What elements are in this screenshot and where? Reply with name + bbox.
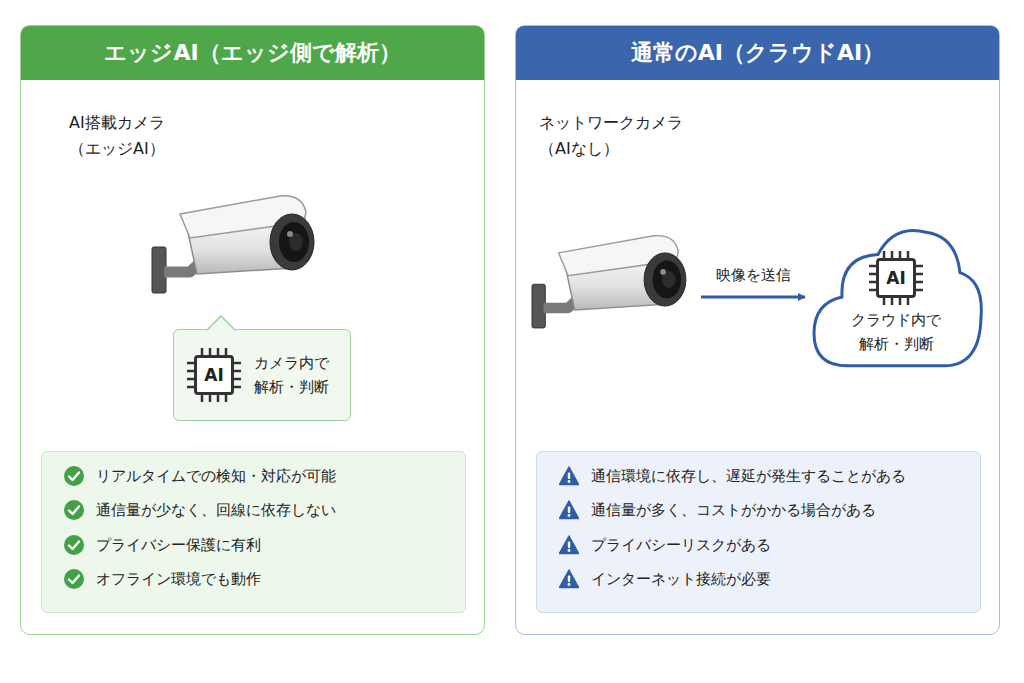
camera-label: ネットワークカメラ （AIなし） [531,110,659,161]
warning-icon [559,500,579,520]
list-row: オフライン環境でも動作 [64,569,443,589]
list-row: インターネット接続が必要 [559,569,958,589]
check-icon [64,466,84,486]
analysis-text: カメラ内で 解析・判断 [254,351,338,399]
camera-node: ネットワークカメラ （AIなし） [531,110,701,350]
warning-icon [559,535,579,555]
edge-ai-camera [152,196,314,293]
comparison-panel: エッジAI（エッジ側で解析） AI搭載カメラ （エッジAI） AI カメラ内で 解析・… [20,25,485,635]
callout-pointer [206,315,236,331]
feature-list-box: 通信環境に依存し、遅延が発生することがある通信量が多く、コストがかかる場合がある… [536,451,981,613]
ai-chip-icon: AI [186,347,242,403]
feature-list-box: リアルタイムでの検知・対応が可能通信量が少なく、回線に依存しないプライバシー保護… [41,451,466,613]
panel-heading: 通常のAI（クラウドAI） [516,26,999,80]
list-row: プライバシー保護に有利 [64,535,443,555]
warning-icon [559,466,579,486]
check-icon [64,535,84,555]
risk-text: 通信環境に依存し、遅延が発生することがある [591,466,906,486]
list-row: 通信環境に依存し、遅延が発生することがある [559,466,958,486]
list-row: 通信量が多く、コストがかかる場合がある [559,500,958,520]
cloud-node: AI クラウド内で 解析・判断 [806,216,986,378]
list-row: プライバシーリスクがある [559,535,958,555]
panel-heading: エッジAI（エッジ側で解析） [21,26,484,80]
warning-icon [559,569,579,589]
check-icon [64,569,84,589]
ai-chip-icon: AI [868,250,924,306]
edge-label: 映像を送信 [713,266,794,285]
benefit-text: オフライン環境でも動作 [96,569,261,589]
send-arrow [701,296,805,299]
callout-box: AI カメラ内で 解析・判断 [173,329,351,421]
list-row: 通信量が少なく、回線に依存しない [64,500,443,520]
list-row: リアルタイムでの検知・対応が可能 [64,466,443,486]
analysis-text: クラウド内で 解析・判断 [841,308,951,356]
check-icon [64,500,84,520]
benefit-text: リアルタイムでの検知・対応が可能 [96,466,336,486]
benefit-text: プライバシー保護に有利 [96,535,261,555]
camera-node: AI搭載カメラ （エッジAI） [61,110,221,161]
risk-text: プライバシーリスクがある [591,535,771,555]
comparison-panel: 通常のAI（クラウドAI） ネットワークカメラ （AIなし） AI クラウド内で 解析… [515,25,1000,635]
network-camera [532,236,686,328]
chip-text: AI [194,355,234,395]
risk-text: インターネット接続が必要 [591,569,771,589]
risk-text: 通信量が多く、コストがかかる場合がある [591,500,876,520]
chip-text: AI [876,258,916,298]
benefit-text: 通信量が少なく、回線に依存しない [96,500,336,520]
camera-label: AI搭載カメラ （エッジAI） [61,110,189,161]
